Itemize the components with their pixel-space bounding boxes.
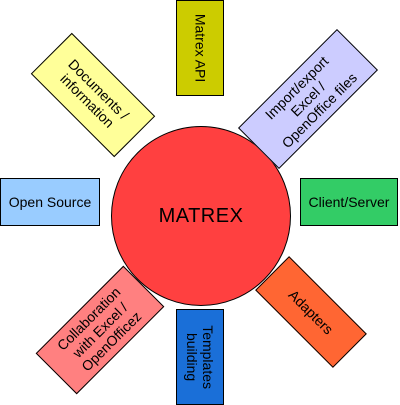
- node-matrex-api: Matrex API: [176, 0, 224, 96]
- node-client-server: Client/Server: [300, 178, 398, 226]
- node-label: Adapters: [285, 286, 337, 338]
- node-label: Client/Server: [308, 193, 390, 210]
- node-label: Documents /information: [57, 55, 133, 131]
- hub-label: MATREX: [158, 204, 244, 227]
- node-documents: Documents /information: [30, 32, 156, 158]
- node-label: Matrex API: [192, 13, 209, 83]
- hub-circle: MATREX: [111, 126, 291, 306]
- node-label: Open Source: [8, 193, 92, 210]
- node-open-source: Open Source: [0, 178, 100, 226]
- node-adapters: Adapters: [255, 256, 367, 368]
